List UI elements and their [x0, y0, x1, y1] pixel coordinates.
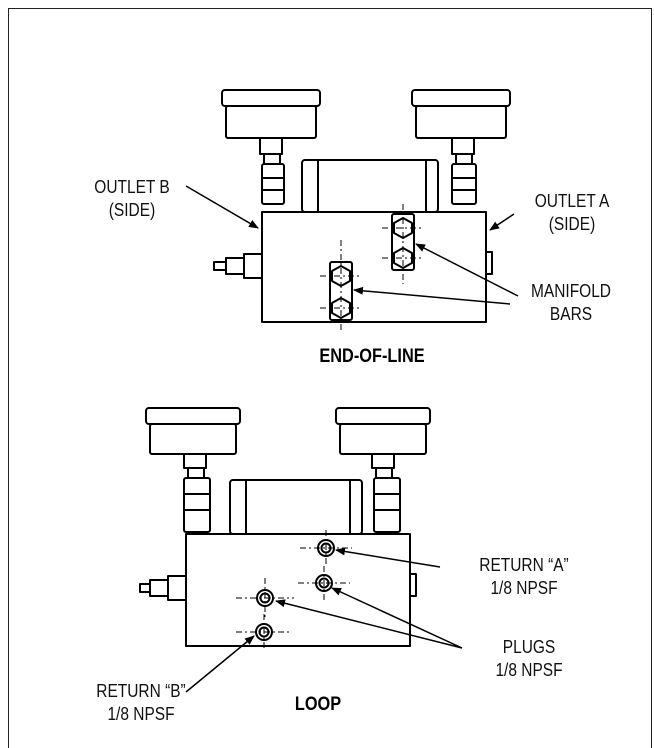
return-a-line2: 1/8 NPSF [490, 578, 558, 598]
right-gauge [411, 89, 511, 205]
return-b-line2: 1/8 NPSF [107, 704, 175, 724]
outlet-b-line2: (SIDE) [108, 200, 156, 220]
manifold-bars-label: MANIFOLD BARS [515, 280, 627, 326]
plugs-line1: PLUGS [502, 637, 556, 657]
return-b-label: RETURN “B” 1/8 NPSF [77, 680, 206, 726]
manifold-bars-line2: BARS [549, 304, 593, 324]
loop-caption: LOOP [294, 694, 342, 715]
end-of-line-manifold [185, 89, 519, 330]
plugs-label: PLUGS 1/8 NPSF [473, 636, 585, 682]
return-a-label: RETURN “A” 1/8 NPSF [464, 554, 584, 600]
return-a-line1: RETURN “A” [479, 555, 569, 575]
return-b-line1: RETURN “B” [96, 681, 186, 701]
loop-manifold-block [185, 533, 411, 647]
outlet-b-label: OUTLET B (SIDE) [80, 176, 183, 222]
left-gauge-loop [145, 407, 241, 533]
manifold-bar-lower [320, 240, 362, 330]
figure-frame [8, 8, 652, 748]
right-gauge-loop [335, 407, 431, 533]
manifold-bars-line1: MANIFOLD [530, 281, 611, 301]
end-of-line-caption: END-OF-LINE [319, 346, 425, 367]
outlet-a-line2: (SIDE) [548, 214, 596, 234]
plugs-line2: 1/8 NPSF [495, 660, 563, 680]
outlet-a-line1: OUTLET A [534, 191, 610, 211]
loop-manifold [139, 407, 463, 693]
manifold-block [261, 211, 487, 323]
manifold-bar-upper [382, 204, 424, 284]
outlet-b-line1: OUTLET B [94, 177, 170, 197]
outlet-a-label: OUTLET A (SIDE) [520, 190, 623, 236]
left-gauge [221, 89, 321, 205]
